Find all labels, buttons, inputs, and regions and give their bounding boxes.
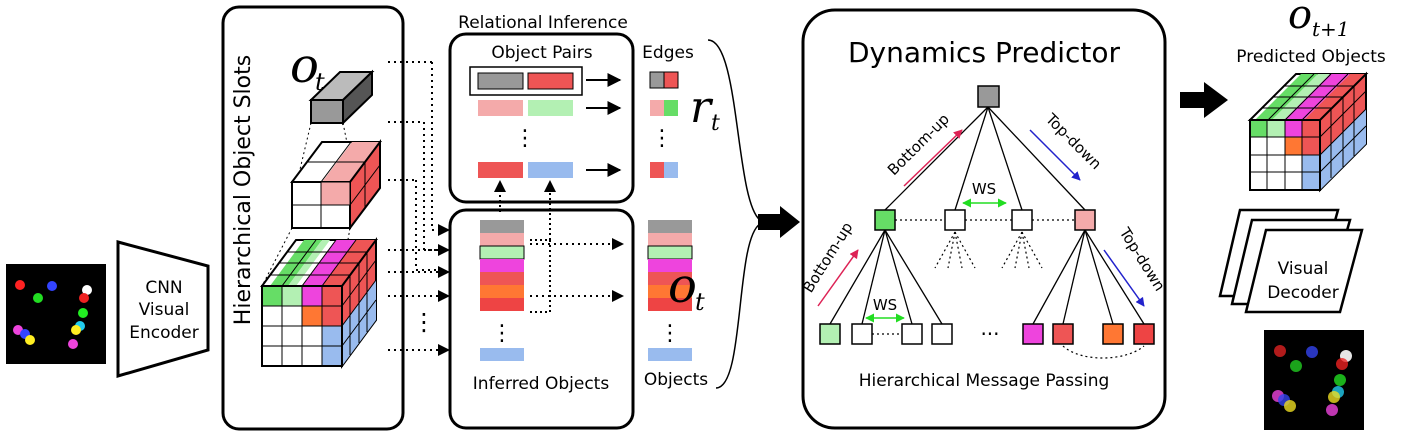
svg-text:t: t (711, 111, 720, 136)
pair-2-b (528, 100, 573, 116)
slots-title: Hierarchical Object Slots (231, 55, 256, 325)
leaf-node-4 (931, 323, 953, 345)
mid-level-slots (290, 139, 382, 231)
relations-math-label: r t (690, 82, 720, 136)
encoder-line-1: CNN (145, 278, 182, 298)
slot-arrowheads (438, 224, 450, 356)
object-pairs-label: Object Pairs (491, 43, 592, 63)
mid-node-1 (874, 209, 896, 231)
dynamics-title: Dynamics Predictor (848, 36, 1121, 69)
obj-gray (480, 220, 524, 233)
obj-magenta (480, 259, 524, 272)
objects-math-label: o t (668, 258, 705, 316)
relational-inference-panel: Relational Inference Object Pairs ⋮ (448, 13, 635, 204)
svg-text:⋮: ⋮ (651, 126, 673, 151)
svg-text:r: r (690, 82, 714, 133)
obj-red-2 (480, 298, 524, 311)
leaf-node-3 (901, 323, 923, 345)
obj-green (479, 245, 525, 260)
merge-brace (707, 39, 761, 389)
low-level-slots (260, 236, 378, 370)
objects-label: Objects (644, 370, 708, 390)
pair-1-a (477, 72, 524, 90)
root-node (977, 85, 1000, 108)
leaf-node-8 (1133, 323, 1155, 345)
input-frame-image (6, 264, 106, 364)
predicted-objects: o t+1 Predicted Objects (1236, 0, 1386, 193)
output-arrow (1180, 82, 1228, 118)
svg-text:o: o (290, 38, 319, 94)
hierarchical-object-slots-panel: Hierarchical Object Slots o t (221, 5, 405, 431)
dynamics-predictor-panel: Dynamics Predictor (799, 8, 1169, 430)
svg-text:⋮: ⋮ (491, 321, 513, 346)
mid-node-2 (944, 209, 966, 231)
obj-pink (480, 233, 524, 246)
ws-label-2: WS (873, 296, 897, 314)
svg-text:t+1: t+1 (1312, 17, 1350, 41)
svg-text:t: t (315, 68, 325, 96)
pair-n-a (478, 162, 523, 178)
leaf-node-6 (1052, 323, 1074, 345)
decoder-line-2: Decoder (1267, 283, 1339, 303)
leaf-node-1 (819, 323, 841, 345)
leaf-node-7 (1102, 323, 1124, 345)
ws-label-1: WS (972, 180, 996, 198)
leaf-node-2 (851, 323, 873, 345)
top-level-slot (308, 69, 375, 126)
pair-1-b (527, 72, 574, 90)
message-passing-label: Hierarchical Message Passing (859, 371, 1110, 391)
encoder-line-3: Encoder (129, 323, 199, 343)
visual-decoder: Visual Decoder (1218, 208, 1364, 314)
objects-column: ⋮ Objects o t (644, 220, 708, 390)
edges-column: Edges ⋮ r t (642, 43, 720, 178)
slots-ellipsis: ⋮ (412, 308, 436, 336)
relational-title: Relational Inference (458, 13, 628, 33)
cnn-visual-encoder: CNN Visual Encoder (116, 240, 210, 378)
pair-2-a (478, 100, 523, 116)
obj-orange (480, 285, 524, 298)
predicted-math-label: o t+1 (1288, 0, 1350, 41)
predicted-objects-label: Predicted Objects (1236, 47, 1386, 67)
encoder-line-2: Visual (139, 300, 190, 320)
pair-n-b (528, 162, 573, 178)
svg-text:t: t (695, 288, 705, 316)
decoder-line-1: Visual (1278, 259, 1329, 279)
inferred-objects-label: Inferred Objects (473, 374, 610, 394)
obj-red-1 (480, 272, 524, 285)
pairs-ellipsis: ⋮ (514, 126, 536, 151)
predicted-frame-image (1264, 330, 1364, 430)
leaf-node-5 (1022, 323, 1044, 345)
inferred-objects-panel: ⋮ Inferred Objects (448, 180, 635, 430)
mid-node-3 (1011, 209, 1033, 231)
slots-math-label: o t (290, 38, 325, 96)
mid-node-4 (1074, 209, 1096, 231)
merge-arrow (758, 206, 800, 238)
svg-text:o: o (668, 258, 697, 314)
leaf-ellipsis: ··· (980, 322, 999, 346)
obj-blue (480, 348, 524, 361)
edges-label: Edges (642, 43, 694, 63)
svg-text:o: o (1288, 0, 1312, 38)
svg-text:⋮: ⋮ (659, 321, 681, 346)
